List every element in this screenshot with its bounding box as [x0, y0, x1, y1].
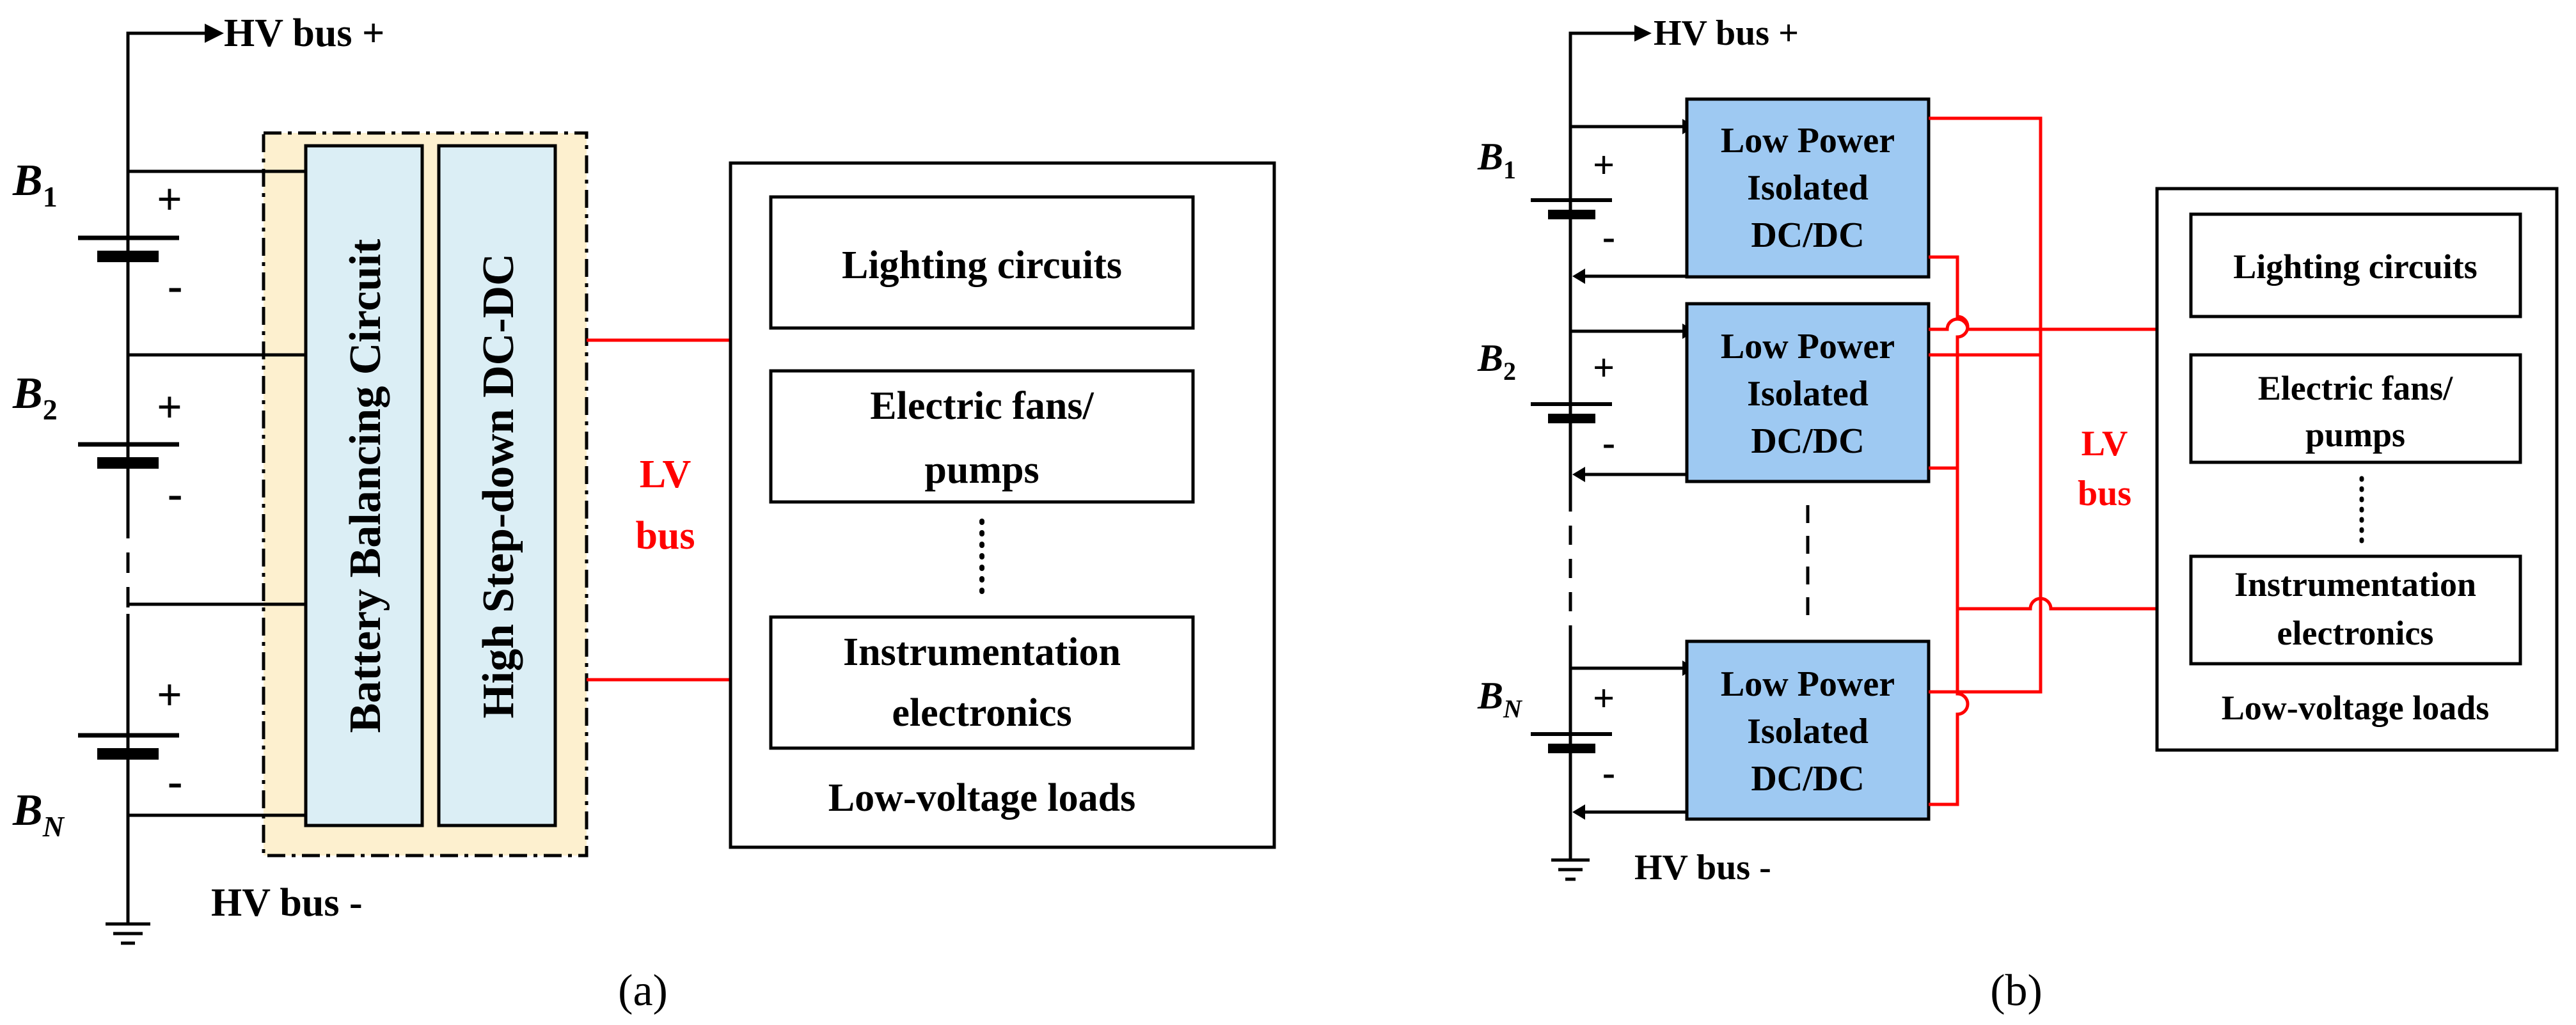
electric-fans-label-b-line2: pumps [2305, 416, 2405, 454]
hv-bus-plus-arrow-b [1569, 25, 1652, 128]
hv-bus-minus-label: HV bus - [211, 881, 363, 925]
isolated-dcdc-box-n [1685, 639, 1931, 821]
lv-bus-lines-b [1929, 116, 2157, 806]
isolated-dcdc-2-line3: DC/DC [1751, 421, 1864, 461]
lighting-circuits-label-a: Lighting circuits [842, 244, 1122, 287]
lv-bus-label-b-line2: bus [2078, 474, 2131, 513]
plus-sign-b1: + [157, 175, 182, 224]
battery-label-b2: B2 [12, 369, 58, 426]
hv-bus-plus-label-b: HV bus + [1654, 13, 1799, 53]
electric-fans-label-a-line2: pumps [924, 448, 1039, 492]
isolated-dcdc-n-line3: DC/DC [1751, 759, 1864, 799]
isolated-dcdc-box-1 [1685, 97, 1931, 279]
minus-sign-b1: - [168, 262, 182, 311]
instrumentation-box-a [769, 615, 1195, 750]
instrumentation-label-a-line1: Instrumentation [843, 630, 1121, 674]
panel-a: HV bus + B1 B2 BN + - + - + [12, 12, 1276, 1015]
battery-balancing-circuit-box [304, 144, 424, 827]
lv-bus-label-b-line1: LV [2082, 424, 2128, 464]
isolated-dcdc-2-line2: Isolated [1747, 374, 1869, 414]
battery-label-b1: B1 [12, 156, 58, 213]
lv-bus-lines-a [587, 338, 731, 682]
instrumentation-label-b-line2: electronics [2277, 614, 2434, 652]
minus-sign-b1-b: - [1602, 215, 1615, 258]
battery-label-bn-b: BN [1477, 675, 1523, 723]
hv-bus-plus-label: HV bus + [224, 12, 384, 55]
lighting-circuits-box-b [2189, 212, 2522, 318]
battery-cell-b1 [78, 235, 179, 262]
battery-cell-b2-b [1531, 402, 1612, 423]
battery-label-bn: BN [12, 786, 65, 843]
high-stepdown-dcdc-box [437, 144, 557, 827]
lighting-circuits-box-a [769, 195, 1195, 330]
electric-fans-box-a [769, 369, 1195, 504]
lighting-circuits-label-b: Lighting circuits [2233, 247, 2477, 286]
battery-cell-b1-b [1531, 198, 1612, 219]
battery-cell-bn [78, 733, 179, 760]
electric-fans-label-a-line1: Electric fans/ [870, 384, 1094, 428]
panel-a-caption: (a) [618, 966, 668, 1015]
plus-sign-b1-b: + [1593, 144, 1615, 186]
minus-sign-bn: - [168, 757, 182, 806]
electric-fans-label-b-line1: Electric fans/ [2258, 369, 2453, 407]
battery-cell-bn-b [1531, 732, 1612, 753]
instrumentation-box-b [2189, 554, 2522, 666]
isolated-dcdc-1-line2: Isolated [1747, 168, 1869, 208]
minus-sign-b2: - [168, 469, 182, 519]
converter-input-wires [1570, 119, 1695, 820]
battery-cell-b2 [78, 442, 179, 469]
lv-bus-label-a-line2: bus [635, 514, 695, 558]
battery-label-b2-b: B2 [1477, 337, 1516, 386]
ground-icon-b [1551, 858, 1590, 881]
panel-b: HV bus + B1 B2 BN + - + - + - [1477, 13, 2559, 1015]
ground-icon [106, 922, 150, 945]
instrumentation-label-a-line2: electronics [892, 691, 1071, 735]
minus-sign-bn-b: - [1602, 751, 1615, 794]
battery-balancing-circuit-label: Battery Balancing Circuit [341, 239, 390, 733]
panel-b-caption: (b) [1990, 966, 2043, 1015]
balancing-tap-wires [128, 169, 306, 817]
instrumentation-label-b-line1: Instrumentation [2234, 565, 2476, 604]
isolated-dcdc-box-2 [1685, 302, 1931, 483]
isolated-dcdc-1-line1: Low Power [1721, 121, 1895, 160]
hv-bus-minus-label-b: HV bus - [1634, 848, 1771, 888]
low-voltage-loads-caption-a: Low-voltage loads [828, 776, 1136, 820]
isolated-dcdc-n-line1: Low Power [1721, 664, 1895, 704]
low-voltage-loads-caption-b: Low-voltage loads [2222, 689, 2490, 727]
hv-bus-plus-arrow [126, 24, 224, 121]
plus-sign-bn-b: + [1593, 677, 1615, 719]
isolated-dcdc-n-line2: Isolated [1747, 712, 1869, 751]
battery-label-b1-b: B1 [1477, 136, 1516, 184]
plus-sign-bn: + [157, 671, 182, 720]
isolated-dcdc-2-line1: Low Power [1721, 327, 1895, 366]
plus-sign-b2-b: + [1593, 347, 1615, 389]
isolated-dcdc-1-line3: DC/DC [1751, 215, 1864, 255]
lv-bus-label-a-line1: LV [640, 453, 691, 496]
minus-sign-b2-b: - [1602, 421, 1615, 464]
plus-sign-b2: + [157, 383, 182, 432]
high-stepdown-dcdc-label: High Step-down DC-DC [474, 253, 523, 718]
electric-fans-box-b [2189, 353, 2522, 464]
